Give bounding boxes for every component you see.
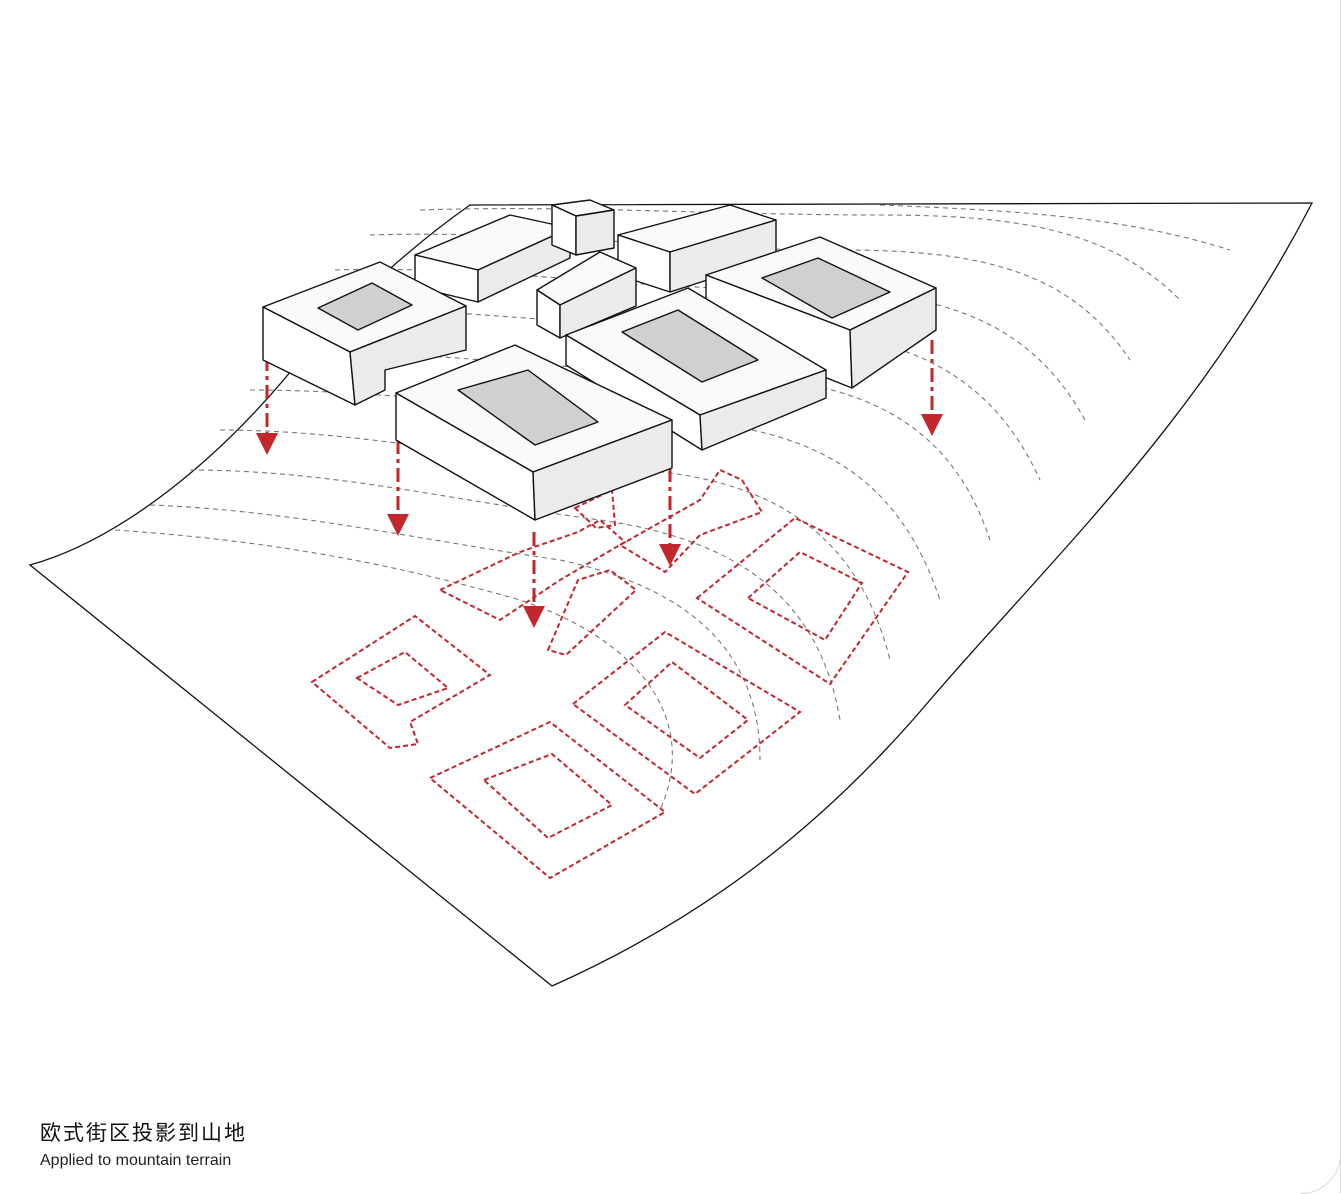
terrain-projection-diagram — [28, 199, 1314, 987]
caption-title-en: Applied to mountain terrain — [40, 1152, 232, 1169]
block-right-back — [705, 236, 937, 389]
caption: 欧式街区投影到山地 Applied to mountain terrain — [40, 1120, 247, 1172]
block-front — [395, 344, 673, 521]
drop-markers — [265, 340, 934, 610]
caption-title-cn: 欧式街区投影到山地 — [40, 1121, 247, 1145]
page-corner — [1301, 1154, 1341, 1194]
block-front-left — [262, 261, 467, 406]
block-middle-wedge — [536, 251, 637, 339]
block-back-slab — [551, 199, 615, 256]
down-arrow-icon — [256, 414, 943, 628]
building-blocks — [262, 199, 937, 521]
projected-footprints — [310, 468, 910, 880]
